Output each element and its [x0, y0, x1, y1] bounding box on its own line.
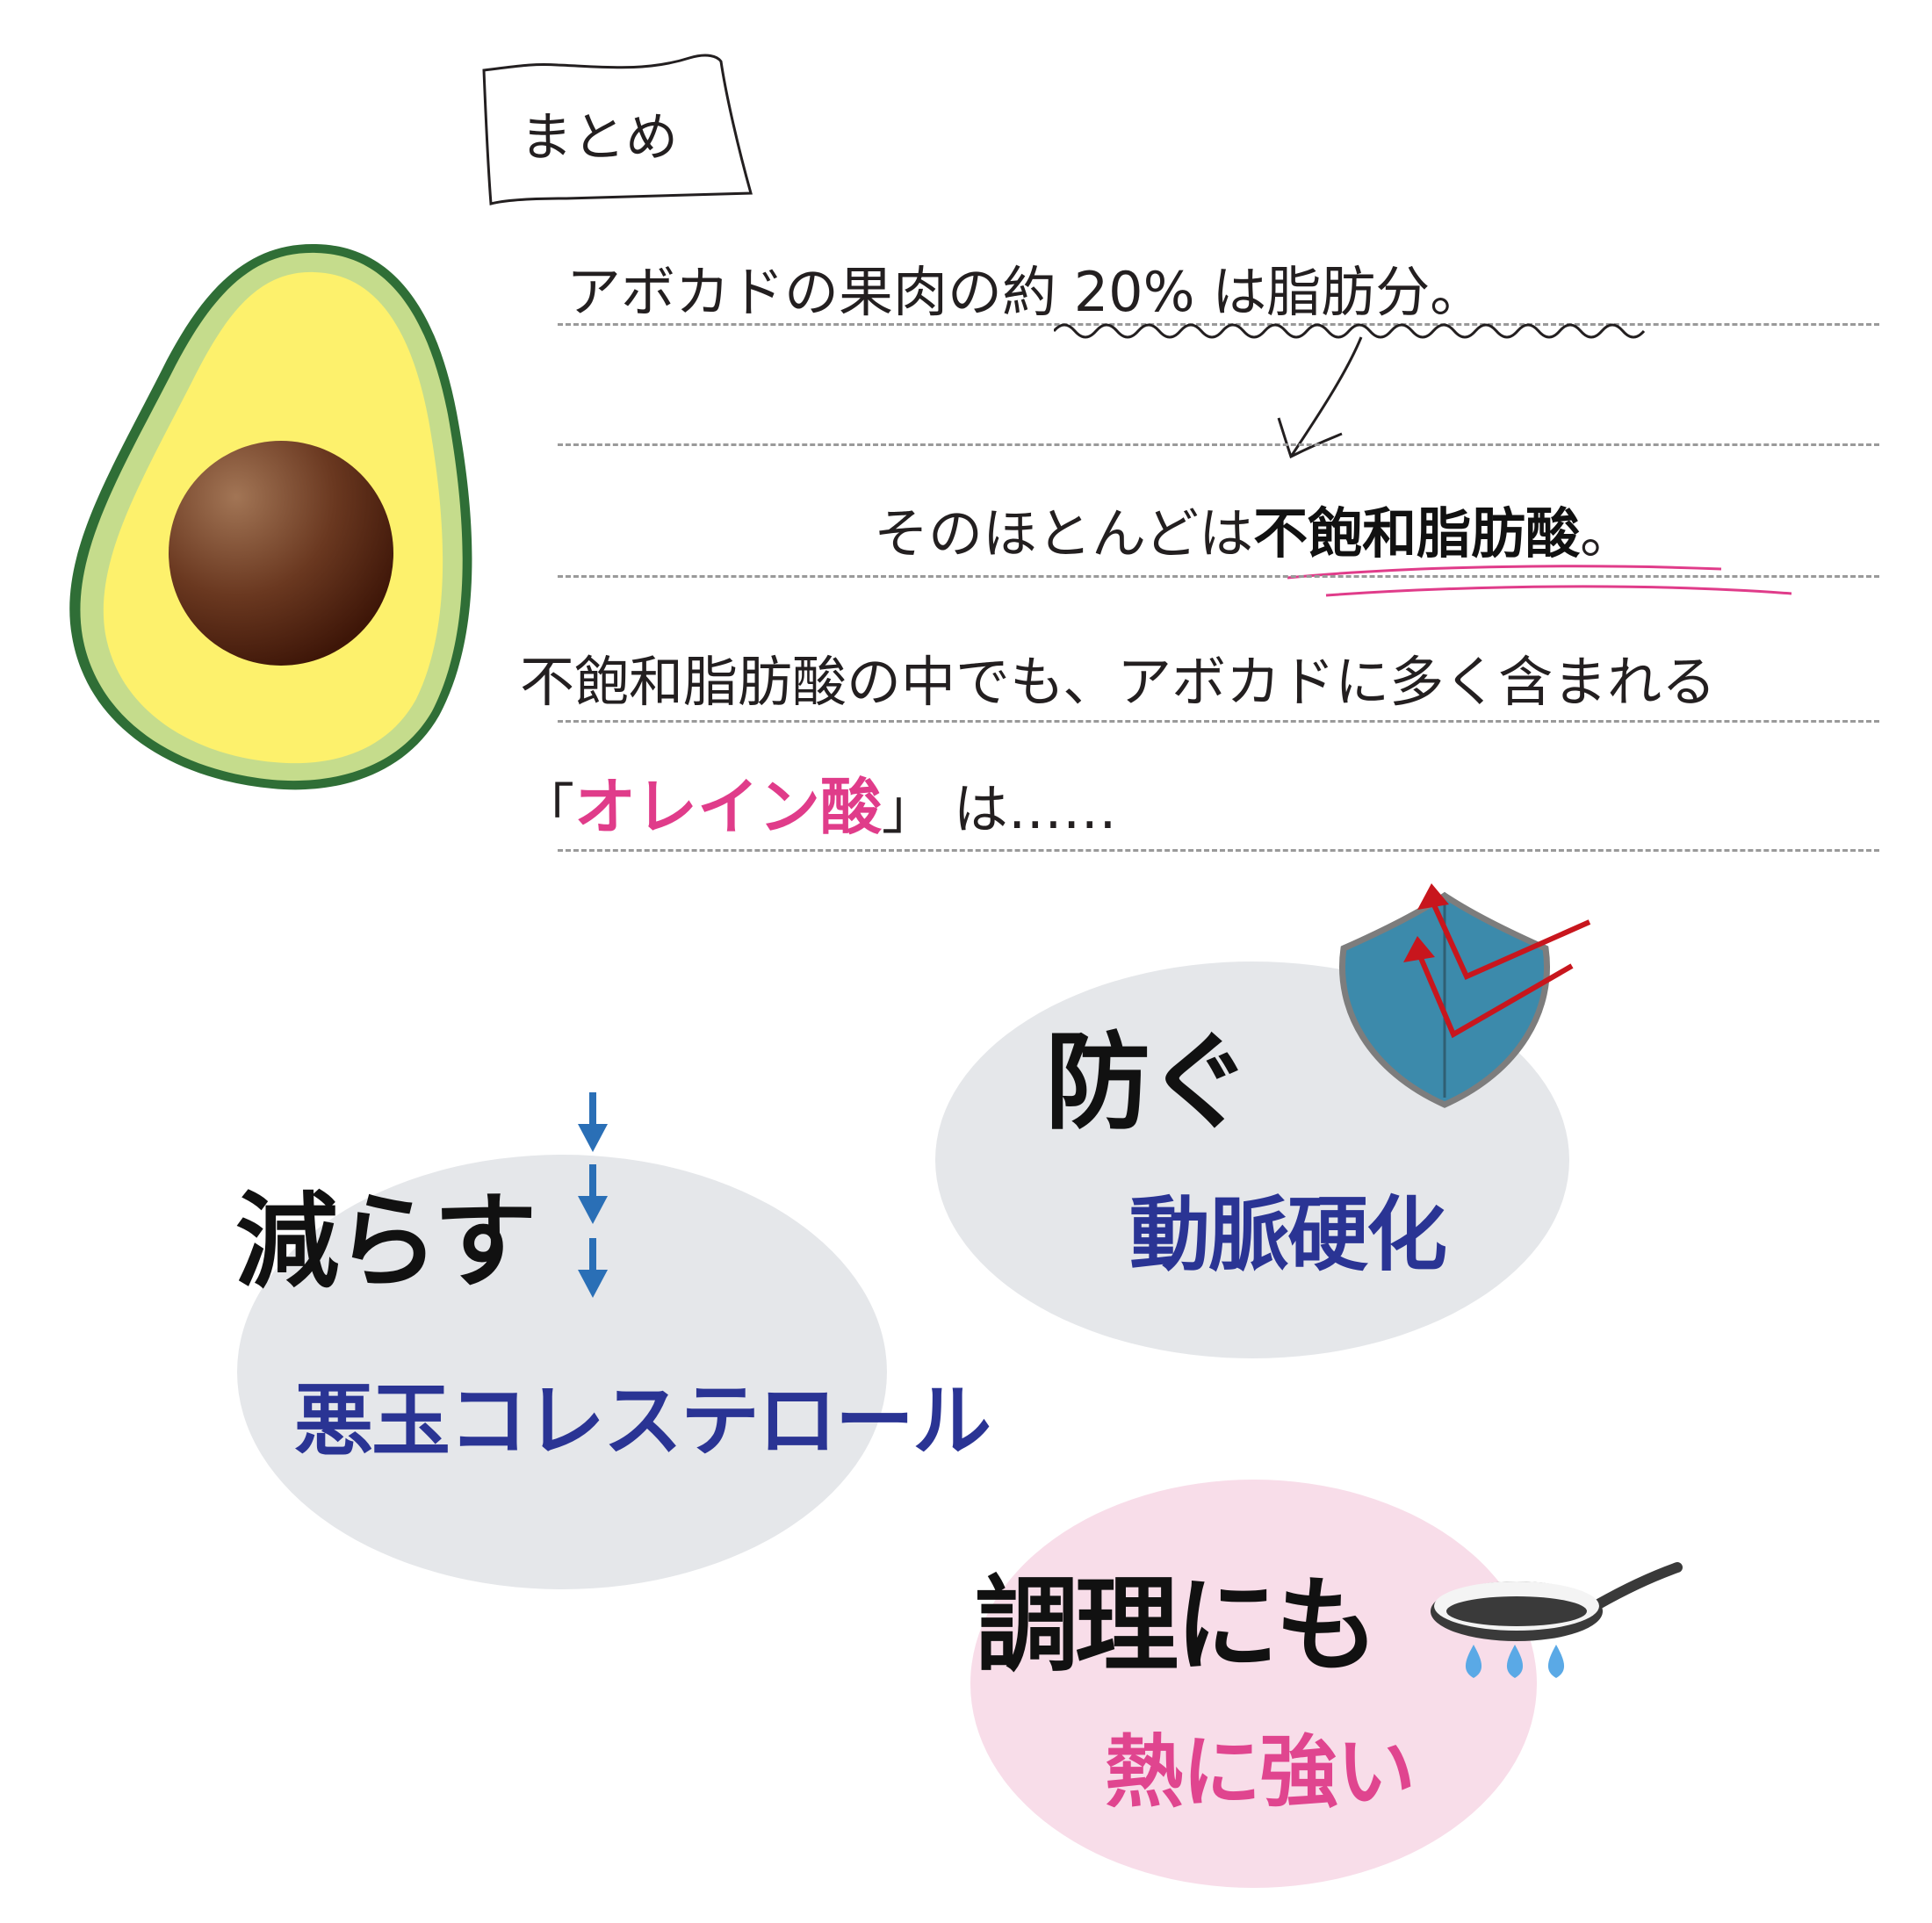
oleic-acid-highlight: オレイン酸: [574, 771, 883, 843]
reduce-target: 悪玉コレステロール: [294, 1375, 991, 1467]
line-2-end: 。: [1580, 501, 1635, 565]
summary-tag-label: まとめ: [520, 107, 678, 169]
reduce-verb: 減らす: [235, 1181, 537, 1302]
hand-arrow-icon: [1277, 336, 1363, 459]
cooking-target: 熱に強い: [1105, 1726, 1416, 1819]
prevent-target: 動脈硬化: [1129, 1188, 1447, 1282]
cooking-bubble: [970, 1480, 1537, 1888]
line-4-open: 「: [520, 777, 575, 841]
line-4-close: 」 は……: [882, 777, 1117, 841]
avocado-icon: [69, 243, 472, 790]
pink-underline: [1287, 565, 1792, 597]
ruled-line: [558, 575, 1879, 578]
line-2-plain: そのほとんどは: [874, 501, 1254, 565]
down-arrow-icon: [578, 1092, 608, 1298]
ruled-line: [558, 720, 1879, 723]
ruled-line: [558, 443, 1879, 446]
wavy-underline: [1054, 323, 1646, 339]
summary-line-3: 不飽和脂肪酸の中でも、アボカドに多く含まれる: [520, 650, 1717, 714]
avocado-seed: [169, 441, 393, 666]
summary-line-1: アボカドの果肉の約 20% は脂肪分。: [566, 260, 1485, 324]
frying-pan-icon: [1431, 1562, 1683, 1678]
summary-line-2: そのほとんどは不飽和脂肪酸。: [874, 489, 1634, 568]
prevent-verb: 防ぐ: [1045, 1022, 1252, 1144]
shield-icon: [1339, 883, 1591, 1108]
summary-tag-frame: [482, 54, 753, 205]
cooking-verb: 調理にも: [975, 1565, 1379, 1686]
flame-icon: [1465, 1645, 1565, 1678]
reduce-bubble: [237, 1155, 887, 1589]
ruled-line: [558, 849, 1879, 852]
ruled-line: [558, 323, 1879, 326]
line-2-bold: 不飽和脂肪酸: [1253, 501, 1581, 565]
summary-line-4: 「オレイン酸」 は……: [520, 758, 1117, 846]
